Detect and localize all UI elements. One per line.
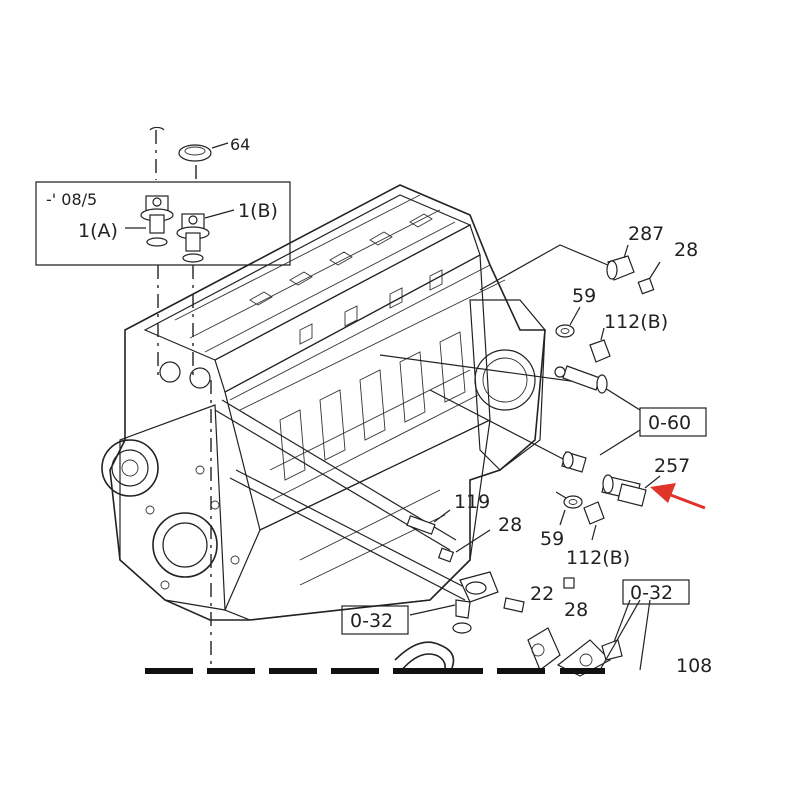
plug-28-low [563, 577, 575, 589]
label-1a: 1(A) [78, 220, 118, 242]
label-date: -' 08/5 [46, 190, 97, 209]
union-287 [606, 244, 635, 281]
o-ring [452, 622, 472, 634]
label-0-32-left: 0-32 [350, 610, 393, 632]
highlight-arrow [650, 483, 706, 510]
box-0-32-left [341, 605, 409, 635]
crop-edge [145, 668, 605, 674]
label-112b-bottom: 112(B) [566, 547, 630, 569]
label-28-low: 28 [564, 599, 588, 621]
bolt-22 [503, 597, 525, 613]
box-0-32-right [622, 579, 690, 605]
thermostat-a [140, 195, 174, 247]
pipe-flange [455, 571, 499, 619]
adaptor-fitting [561, 451, 587, 473]
water-outlet-housing [527, 599, 651, 677]
bolt-112b-bottom [583, 501, 605, 541]
label-59-bottom: 59 [540, 528, 564, 550]
sensor-upper [554, 365, 608, 394]
washer-59-bottom [555, 491, 583, 526]
label-257: 257 [654, 455, 690, 477]
engine-block [101, 184, 546, 621]
stud-119 [406, 509, 451, 535]
label-28-mid: 28 [498, 514, 522, 536]
bolt-112b-top [589, 327, 611, 363]
label-64: 64 [230, 135, 250, 154]
label-287: 287 [628, 223, 664, 245]
washer-59-top [555, 306, 581, 338]
label-0-32-right: 0-32 [630, 582, 673, 604]
plug-28-mid [437, 529, 491, 563]
label-59-top: 59 [572, 285, 596, 307]
label-119: 119 [454, 491, 490, 513]
sensor-parts [379, 244, 706, 541]
box-0-60 [639, 407, 707, 437]
sensor-257 [601, 474, 661, 507]
label-22: 22 [530, 583, 554, 605]
plug-28-top [637, 261, 661, 295]
thermostat-b [176, 213, 210, 263]
label-28-top: 28 [674, 239, 698, 261]
water-pipe-assembly [214, 399, 651, 677]
label-108: 108 [676, 655, 712, 677]
label-1b: 1(B) [238, 200, 278, 222]
thermostat-inset [35, 126, 291, 389]
label-112b-top: 112(B) [604, 311, 668, 333]
label-0-60: 0-60 [648, 412, 691, 434]
